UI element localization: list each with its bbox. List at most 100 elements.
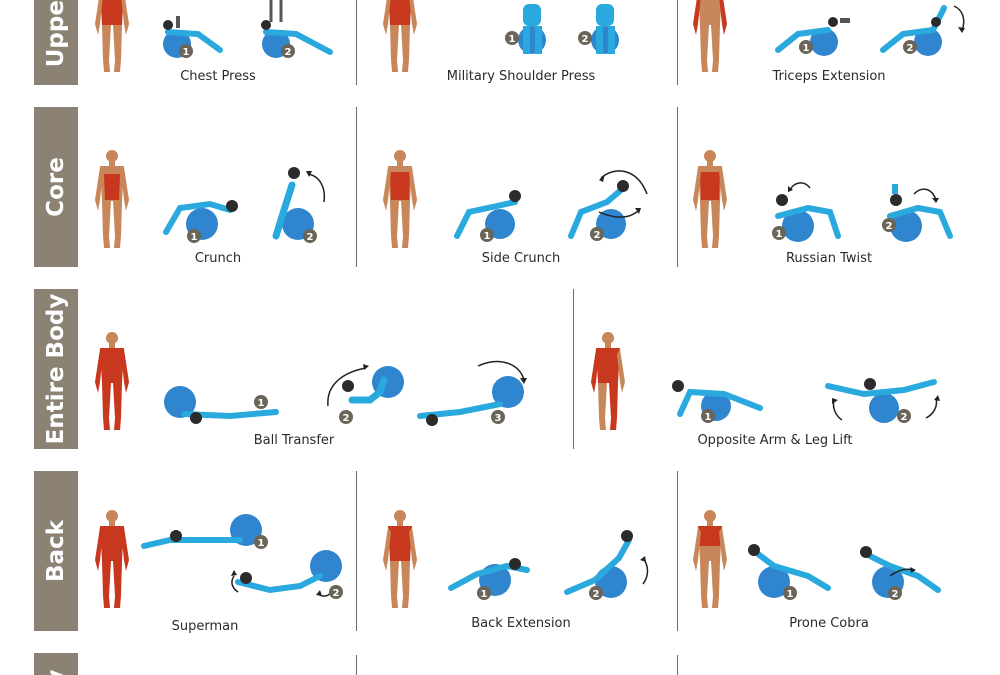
exercise-illustration: 1 2 [693,510,941,608]
anatomy-figure-icon [591,332,625,430]
exercise-name: Triceps Extension [772,69,886,84]
svg-text:2: 2 [907,43,914,54]
column-divider [573,289,574,449]
exercise-name: Opposite Arm & Leg Lift [697,433,853,448]
exercise-step-1-illustration: 1 [775,17,850,56]
section-label: Upper [43,0,69,68]
exercise-step-2-illustration: 2 [880,5,965,56]
section-band-entire-body: Entire Body [34,289,78,449]
svg-text:1: 1 [191,232,198,243]
exercise-step-1-illustration: 1 [772,182,841,242]
svg-text:2: 2 [593,589,600,600]
svg-text:2: 2 [285,47,292,58]
svg-text:1: 1 [803,43,810,54]
exercise-step-2-illustration: 2 [564,530,649,600]
exercise-name: Ball Transfer [253,433,335,448]
exercise-step-2-illustration: 2 [578,4,619,54]
svg-text:1: 1 [258,398,265,409]
exercise-crunch: 1 2 Crunch [80,140,356,270]
svg-text:2: 2 [886,221,893,232]
section-label: Entire Body [43,293,69,445]
svg-text:1: 1 [509,34,516,45]
exercise-opposite-arm-leg-lift: 1 2 Opposite Arm & Leg Lift [574,320,1000,455]
section-label: y [43,670,69,675]
exercise-prone-cobra: 1 2 Prone Cobra [678,500,1000,640]
svg-text:1: 1 [484,231,491,242]
anatomy-figure-icon [693,0,727,72]
anatomy-figure-icon [693,150,727,248]
exercise-name: Crunch [194,251,242,266]
exercise-illustration: 1 2 3 [95,332,527,430]
svg-text:2: 2 [333,588,340,599]
exercise-step-1-illustration: 1 [163,200,238,243]
exercise-step-1-illustration: 1 [748,544,831,600]
svg-text:2: 2 [307,232,314,243]
exercise-name: Prone Cobra [789,616,869,631]
section-band-core: Core [34,107,78,267]
exercise-ball-transfer: 1 2 3 Ball Transfer [80,320,572,455]
column-divider [356,0,357,85]
section-band-back: Back [34,471,78,631]
exercise-name: Military Shoulder Press [446,69,596,84]
anatomy-figure-icon [95,150,129,248]
exercise-name: Back Extension [471,616,571,631]
section-band-partial: y [34,653,78,675]
anatomy-figure-icon [95,510,129,608]
exercise-superman: 1 2 Superman [80,500,356,640]
svg-text:2: 2 [343,413,350,424]
exercise-illustration: 1 2 [693,150,953,248]
column-divider [677,655,678,675]
section-label: Back [43,520,69,582]
column-divider [356,107,357,267]
exercise-step-1-illustration: 1 [454,190,521,242]
svg-text:2: 2 [582,34,589,45]
exercise-side-crunch: 1 2 Side Crunch [357,140,677,270]
svg-text:1: 1 [787,589,794,600]
column-divider [356,471,357,631]
exercise-step-2-illustration: 2 [882,184,953,242]
svg-text:3: 3 [495,413,502,424]
svg-text:1: 1 [183,47,190,58]
exercise-step-1-illustration: 1 [672,380,763,423]
exercise-step-1-illustration: 1 [164,386,279,424]
exercise-back-extension: 1 2 Back Extension [357,500,677,640]
column-divider [677,107,678,267]
svg-text:2: 2 [594,230,601,241]
exercise-triceps-extension: 1 2 Triceps Extension [678,0,1000,90]
exercise-step-1-illustration: 1 [141,514,268,549]
anatomy-figure-icon [693,510,727,608]
exercise-illustration: 1 2 [95,510,343,608]
section-band-upper: Upper [34,0,78,85]
exercise-name: Chest Press [180,69,256,84]
svg-text:2: 2 [901,412,908,423]
exercise-step-2-illustration: 2 [231,550,343,599]
exercise-chest-press: 1 2 Chest Press [80,0,356,90]
svg-text:1: 1 [705,412,712,423]
exercise-illustration: 1 2 [383,150,648,248]
column-divider [677,0,678,85]
svg-text:2: 2 [892,589,899,600]
exercise-step-2-illustration: 2 [261,0,333,58]
exercise-name: Side Crunch [481,251,561,266]
exercise-step-2-illustration: 2 [825,378,940,423]
exercise-name: Russian Twist [785,251,873,266]
anatomy-figure-icon [95,332,129,430]
exercise-step-2-illustration: 2 [568,170,648,241]
svg-text:1: 1 [481,589,488,600]
anatomy-figure-icon [383,150,417,248]
exercise-illustration: 1 2 [383,510,649,608]
exercise-step-1-illustration: 1 [448,558,530,600]
anatomy-figure-icon [95,0,129,72]
column-divider [356,655,357,675]
exercise-illustration: 1 2 [591,332,940,430]
exercise-russian-twist: 1 2 Russian Twist [678,140,1000,270]
exercise-illustration: 1 2 [693,0,965,72]
anatomy-figure-icon [383,0,417,72]
exercise-step-2-illustration: 2 [860,546,941,600]
exercise-step-2-illustration: 2 [327,364,404,424]
exercise-step-2-illustration: 2 [272,167,326,243]
exercise-step-1-illustration: 1 [505,4,546,54]
exercise-step-1-illustration: 1 [163,16,223,58]
exercise-illustration: 1 2 [95,150,326,248]
column-divider [677,471,678,631]
